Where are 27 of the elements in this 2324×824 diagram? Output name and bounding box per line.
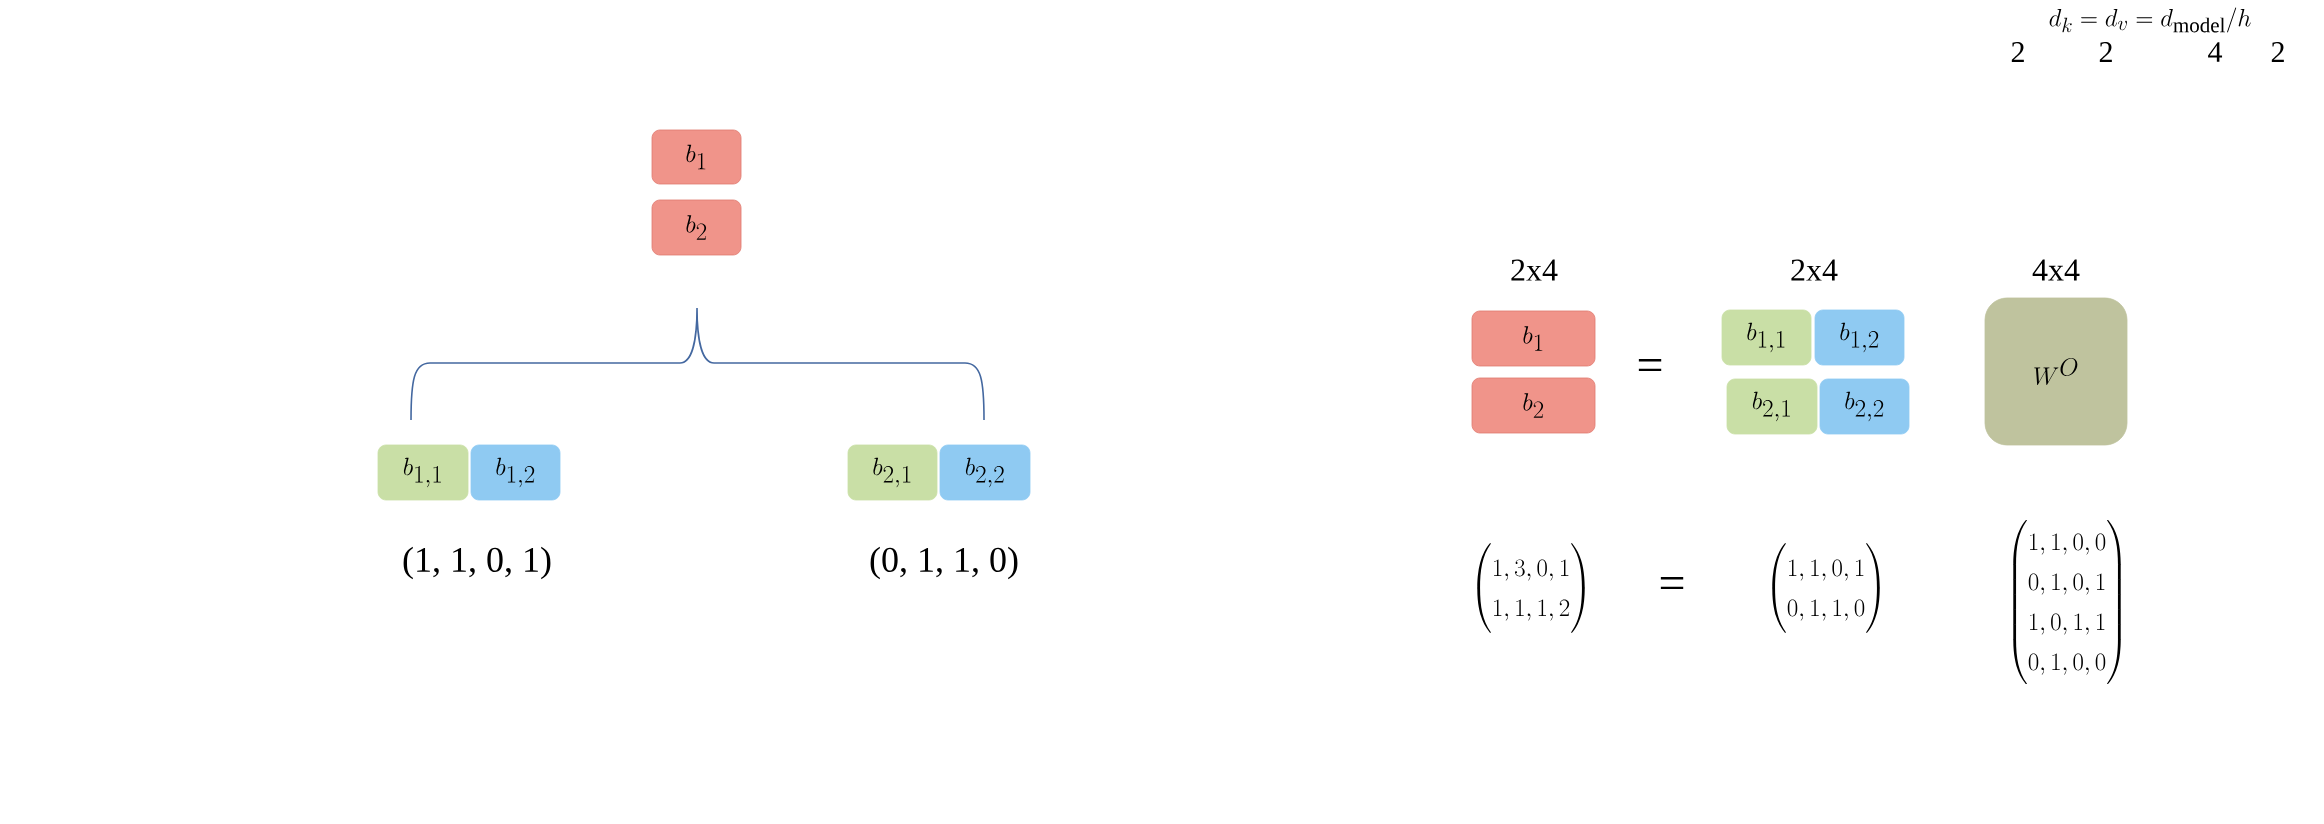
matrix-block: $b_1$ xyxy=(1471,310,1596,367)
matrix-block: $b_{2,1}$ xyxy=(847,444,938,501)
value-label: 2 xyxy=(2271,42,2284,62)
matrix-block: $b_{2,2}$ xyxy=(939,444,1031,501)
matrix-block: $b_{2,2}$ xyxy=(1819,378,1910,435)
value-label: 2 xyxy=(2011,42,2024,62)
matrix-block: $b_2$ xyxy=(1471,377,1596,434)
matrix: $\begin{pmatrix}1, 1, 0, 0\\ 0, 1, 0, 1\\ 1, 0, 1, 1\\ 0, 1, 0, 0\end{pmatrix}$ xyxy=(2013,519,2121,685)
matrix-block: $b_1$ xyxy=(651,129,742,185)
matrix-block: $b_2$ xyxy=(651,199,742,256)
size-label: 2x4 xyxy=(1511,259,1558,281)
matrix-block: $W^O$ xyxy=(1984,297,2128,446)
matrix-block: $b_{1,1}$ xyxy=(377,444,469,501)
matrix-block: $b_{2,1}$ xyxy=(1726,378,1818,435)
matrix-block: $b_{1,1}$ xyxy=(1721,309,1812,366)
matrix: $\begin{pmatrix}1, 1, 0, 1\\ 0, 1, 1, 0\end{pmatrix}$ xyxy=(1772,543,1880,633)
vector-label: (0, 1, 1, 0) xyxy=(870,546,1018,580)
value-label: 4 xyxy=(2208,42,2223,62)
matrix: $\begin{pmatrix}1, 3, 0, 1\\ 1, 1, 1, 2\end{pmatrix}$ xyxy=(1477,543,1585,633)
vector-label: (1, 1, 0, 1) xyxy=(403,546,551,580)
matrix-block: $b_{1,2}$ xyxy=(1814,309,1905,366)
equals-sign: = xyxy=(1638,359,1662,371)
formula: $d_k = d_v = d_{\mathrm{model}}/h$ xyxy=(2049,7,2251,33)
matrix-block: $b_{1,2}$ xyxy=(470,444,561,501)
value-label: 2 xyxy=(2099,42,2112,62)
equals-sign: = xyxy=(1660,577,1684,589)
size-label: 2x4 xyxy=(1791,259,1838,281)
